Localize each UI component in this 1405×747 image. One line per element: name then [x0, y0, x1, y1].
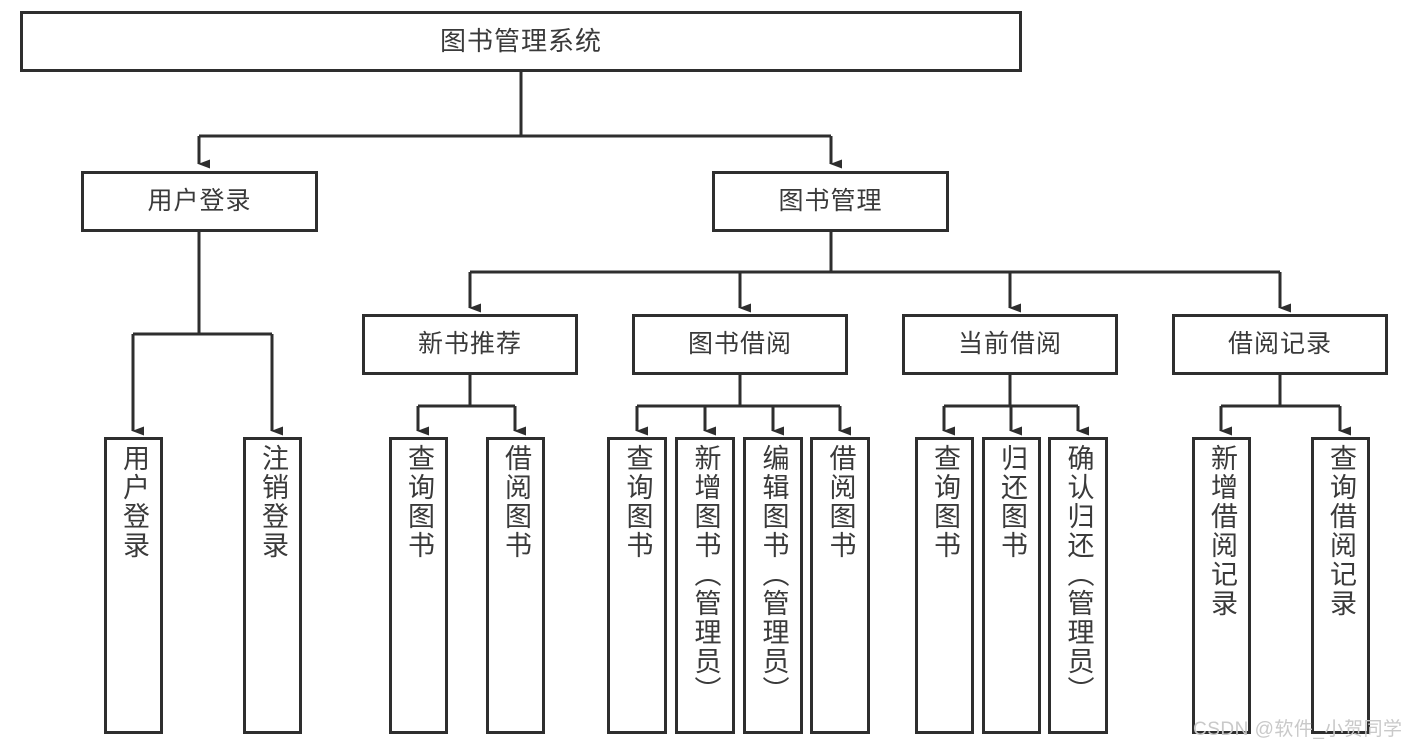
- node-leaf-return-book-label: 归还图书: [997, 444, 1027, 560]
- node-leaf-query-borrow-record-label: 查询借阅记录: [1326, 444, 1356, 618]
- node-leaf-user-login-label: 用户登录: [119, 444, 149, 560]
- node-new-book-rec[interactable]: 新书推荐: [362, 314, 578, 375]
- watermark-text: CSDN @软件_小贺同学: [1193, 719, 1403, 740]
- node-root[interactable]: 图书管理系统: [20, 11, 1022, 72]
- node-new-book-rec-label: 新书推荐: [417, 330, 522, 358]
- node-leaf-add-borrow-record[interactable]: 新增借阅记录: [1192, 437, 1251, 734]
- node-leaf-borrow-book-2-label: 借阅图书: [825, 444, 856, 560]
- node-leaf-query-book-1-label: 查询图书: [404, 444, 434, 560]
- node-leaf-query-book-2[interactable]: 查询图书: [607, 437, 667, 734]
- node-leaf-query-book-2-label: 查询图书: [622, 444, 653, 560]
- node-leaf-user-login[interactable]: 用户登录: [104, 437, 163, 734]
- node-leaf-confirm-return-admin[interactable]: 确认归还（管理员）: [1048, 437, 1108, 734]
- node-current-borrow-label: 当前借阅: [957, 330, 1062, 358]
- node-borrow-record-label: 借阅记录: [1227, 330, 1332, 358]
- node-leaf-query-borrow-record[interactable]: 查询借阅记录: [1311, 437, 1370, 734]
- node-leaf-borrow-book-2[interactable]: 借阅图书: [810, 437, 870, 734]
- node-book-borrow[interactable]: 图书借阅: [632, 314, 848, 375]
- node-root-label: 图书管理系统: [439, 26, 602, 57]
- node-leaf-query-book-3-label: 查询图书: [930, 444, 960, 560]
- node-book-manage[interactable]: 图书管理: [712, 171, 949, 232]
- node-leaf-confirm-return-admin-label: 确认归还（管理员）: [1063, 444, 1094, 705]
- node-leaf-add-book-admin[interactable]: 新增图书（管理员）: [675, 437, 735, 734]
- node-leaf-query-book-1[interactable]: 查询图书: [389, 437, 448, 734]
- node-book-borrow-label: 图书借阅: [687, 330, 792, 358]
- node-leaf-borrow-book-1[interactable]: 借阅图书: [486, 437, 545, 734]
- node-leaf-logout-login[interactable]: 注销登录: [243, 437, 302, 734]
- node-leaf-borrow-book-1-label: 借阅图书: [501, 444, 531, 560]
- node-user-login-label: 用户登录: [147, 187, 252, 215]
- node-leaf-query-book-3[interactable]: 查询图书: [915, 437, 974, 734]
- node-borrow-record[interactable]: 借阅记录: [1172, 314, 1388, 375]
- node-book-manage-label: 图书管理: [778, 187, 883, 215]
- node-current-borrow[interactable]: 当前借阅: [902, 314, 1118, 375]
- node-user-login[interactable]: 用户登录: [81, 171, 318, 232]
- node-leaf-edit-book-admin[interactable]: 编辑图书（管理员）: [743, 437, 803, 734]
- node-leaf-return-book[interactable]: 归还图书: [982, 437, 1041, 734]
- node-leaf-add-borrow-record-label: 新增借阅记录: [1207, 444, 1237, 618]
- node-leaf-logout-login-label: 注销登录: [258, 444, 288, 560]
- node-leaf-edit-book-admin-label: 编辑图书（管理员）: [758, 444, 789, 705]
- node-leaf-add-book-admin-label: 新增图书（管理员）: [690, 444, 721, 705]
